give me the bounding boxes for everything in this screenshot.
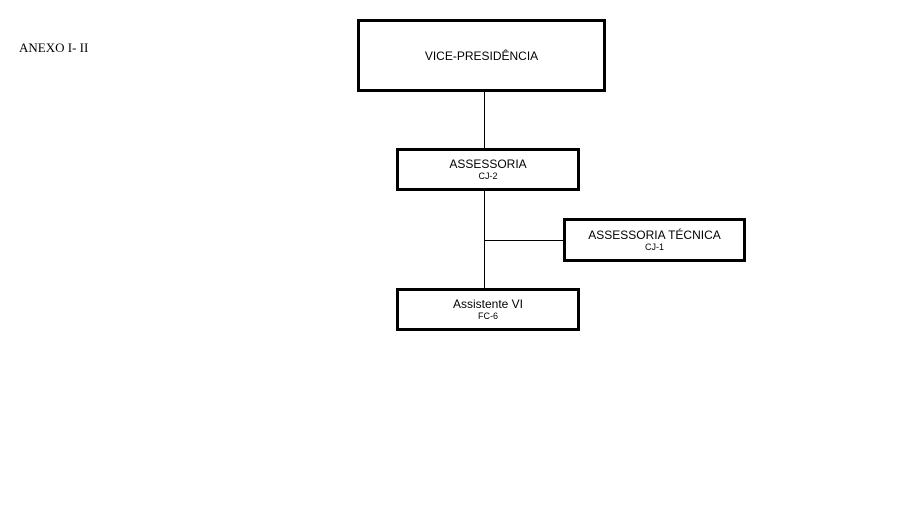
annex-label: ANEXO I- II: [19, 40, 89, 55]
connector-assessoria-assistente: [484, 189, 485, 290]
org-box-code: FC-6: [478, 311, 498, 321]
org-box-title: ASSESSORIA: [449, 157, 527, 171]
org-box-title: Assistente VI: [452, 297, 524, 311]
org-box-assessoria: ASSESSORIA CJ-2: [396, 148, 580, 191]
org-box-vice-presidencia: VICE-PRESIDÊNCIA: [357, 19, 606, 92]
org-box-title: ASSESSORIA TÉCNICA: [588, 227, 721, 242]
connector-vice-assessoria: [484, 90, 485, 150]
org-box-assessoria-tecnica: ASSESSORIA TÉCNICA CJ-1: [563, 218, 746, 262]
org-box-title: VICE-PRESIDÊNCIA: [424, 48, 539, 63]
org-box-assistente: Assistente VI FC-6: [396, 288, 580, 331]
org-box-code: CJ-2: [478, 171, 498, 181]
org-box-code: CJ-1: [644, 241, 664, 252]
connector-branch-assessoria-tecnica: [484, 240, 565, 241]
